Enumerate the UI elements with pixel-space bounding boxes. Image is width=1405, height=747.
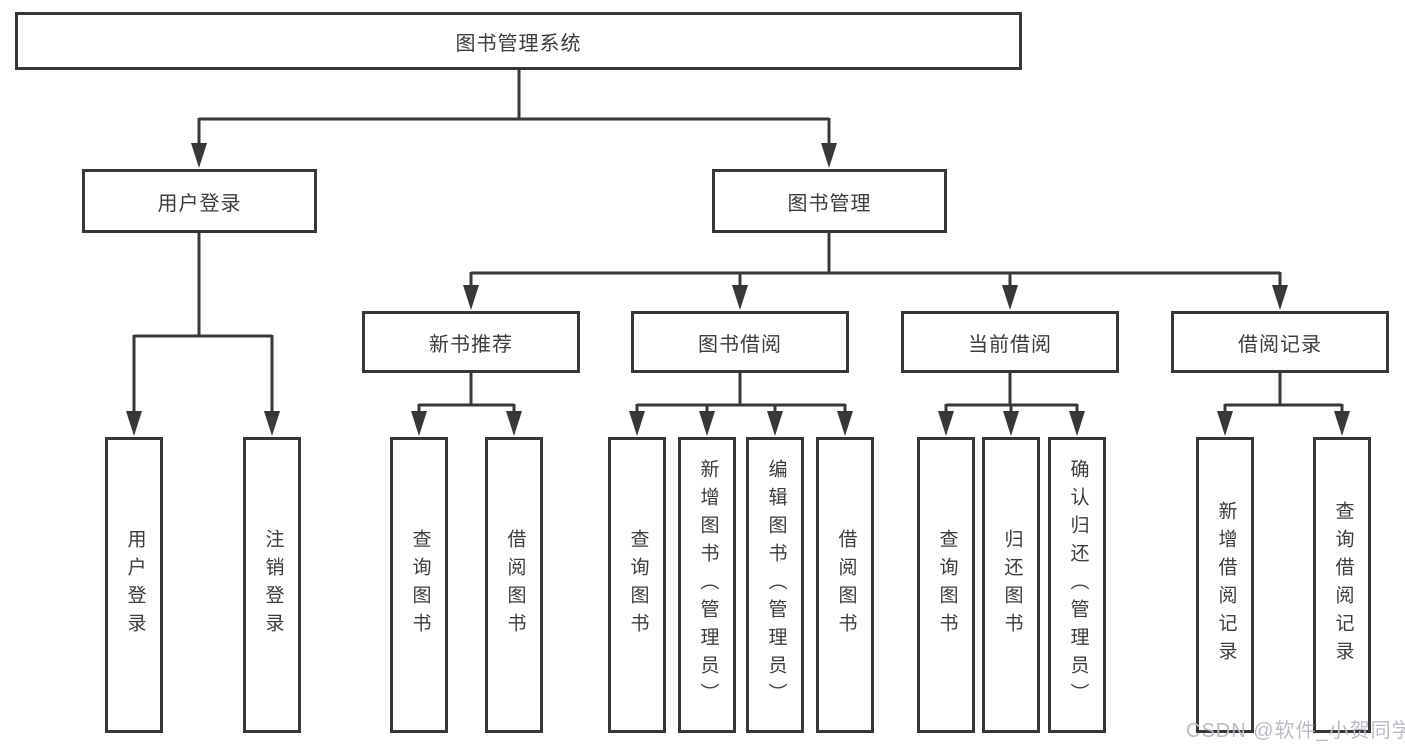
leaf-edit-books-admin: 编辑图书（管理员） (746, 437, 804, 733)
leaf-query-borrow-record-label: 查询借阅记录 (1332, 501, 1354, 669)
leaf-add-books-admin-label: 新增图书（管理员） (697, 459, 719, 711)
leaf-add-books-admin: 新增图书（管理员） (678, 437, 736, 733)
node-book-management: 图书管理 (712, 169, 947, 233)
leaf-logout-label: 注销登录 (262, 529, 284, 641)
node-borrow-records-label: 借阅记录 (1238, 333, 1322, 356)
leaf-add-borrow-record-label: 新增借阅记录 (1215, 501, 1237, 669)
node-book-management-label: 图书管理 (787, 192, 872, 215)
node-borrow-records: 借阅记录 (1171, 311, 1389, 373)
node-root: 图书管理系统 (15, 12, 1022, 70)
leaf-add-borrow-record: 新增借阅记录 (1196, 437, 1254, 733)
leaf-edit-books-admin-label: 编辑图书（管理员） (765, 459, 787, 711)
node-root-label: 图书管理系统 (455, 32, 582, 55)
leaf-current-query-books-label: 查询图书 (936, 529, 958, 641)
leaf-confirm-return-admin-label: 确认归还（管理员） (1067, 459, 1089, 711)
node-new-book-recommend: 新书推荐 (362, 311, 580, 373)
leaf-return-books: 归还图书 (982, 437, 1040, 733)
node-current-borrow: 当前借阅 (901, 311, 1119, 373)
arrowheads (126, 143, 1350, 436)
csdn-watermark: CSDN @软件_小贺同学 (1186, 720, 1405, 742)
node-book-borrow: 图书借阅 (631, 311, 849, 373)
node-new-book-recommend-label: 新书推荐 (429, 333, 513, 356)
node-current-borrow-label: 当前借阅 (968, 333, 1052, 356)
leaf-user-login: 用户登录 (105, 437, 163, 733)
leaf-borrow-query-books: 查询图书 (608, 437, 666, 733)
leaf-borrow-books-label: 借阅图书 (835, 529, 857, 641)
leaf-query-borrow-record: 查询借阅记录 (1313, 437, 1371, 733)
leaf-borrow-books: 借阅图书 (816, 437, 874, 733)
leaf-logout: 注销登录 (243, 437, 301, 733)
leaf-return-books-label: 归还图书 (1001, 529, 1023, 641)
leaf-recommend-borrow-books-label: 借阅图书 (504, 529, 526, 641)
leaf-recommend-query-books-label: 查询图书 (409, 529, 431, 641)
node-book-borrow-label: 图书借阅 (698, 333, 782, 356)
node-user-login-label: 用户登录 (157, 192, 242, 215)
leaf-recommend-borrow-books: 借阅图书 (485, 437, 543, 733)
leaf-current-query-books: 查询图书 (917, 437, 975, 733)
leaf-user-login-label: 用户登录 (124, 529, 146, 641)
node-user-login: 用户登录 (82, 169, 317, 233)
leaf-confirm-return-admin: 确认归还（管理员） (1048, 437, 1106, 733)
leaf-recommend-query-books: 查询图书 (390, 437, 448, 733)
leaf-borrow-query-books-label: 查询图书 (627, 529, 649, 641)
